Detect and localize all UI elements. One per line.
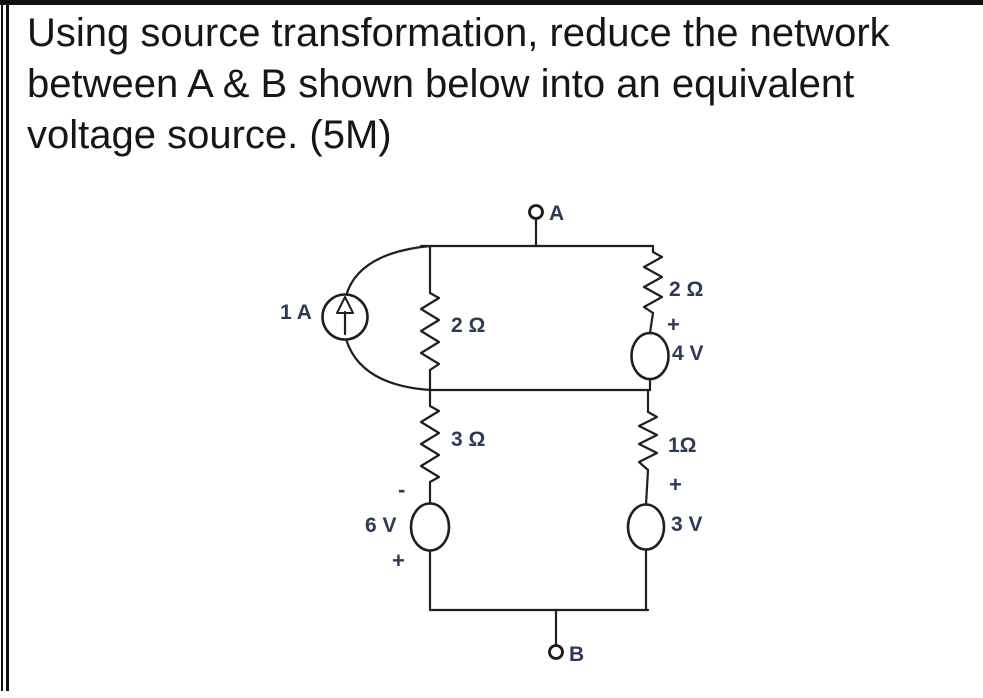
- voltage-source-3v-label: 3 V: [671, 513, 703, 536]
- terminal-b-dot: [548, 644, 564, 660]
- question-line-3: voltage source. (5M): [27, 113, 392, 157]
- resistor-3ohm-middle-label: 3 Ω: [451, 428, 485, 451]
- voltage-source-6v-minus-sign: -: [398, 477, 405, 502]
- wire-right-r-to-3v: [644, 468, 650, 507]
- voltage-source-3v-plus-sign: +: [669, 472, 682, 497]
- question-text: Using source transformation, reduce the …: [27, 8, 967, 161]
- voltage-source-6v-label: 6 V: [365, 514, 397, 537]
- current-source-arrow-head-icon: [336, 296, 354, 314]
- page-left-border-thick: [6, 0, 9, 691]
- terminal-a-dot: [528, 204, 544, 220]
- resistor-2ohm-middle-label: 2 Ω: [451, 314, 485, 337]
- terminal-b-label: B: [569, 643, 584, 666]
- voltage-source-3v-circle: [626, 503, 666, 551]
- wire-current-source-bottom-arc: [344, 337, 432, 392]
- resistor-2ohm-middle: [419, 291, 441, 372]
- voltage-source-6v-circle: [409, 502, 451, 552]
- page-top-border: [0, 0, 983, 5]
- page-left-border-thin: [1, 0, 3, 691]
- current-source-1a-label: 1 A: [280, 301, 312, 324]
- resistor-3ohm-middle: [419, 404, 441, 484]
- wire-right-r-to-4v: [648, 311, 655, 335]
- voltage-source-6v-plus-sign: +: [392, 548, 405, 573]
- resistor-1ohm-right-label: 1Ω: [668, 434, 697, 457]
- resistor-2ohm-right-label: 2 Ω: [669, 278, 703, 301]
- wire-current-source-top-arc: [344, 244, 432, 298]
- voltage-source-4v-label: 4 V: [672, 342, 704, 365]
- resistor-2ohm-right: [642, 250, 664, 315]
- question-line-2: between A & B shown below into an equiva…: [27, 62, 855, 106]
- voltage-source-4v-plus-sign: +: [667, 312, 680, 337]
- voltage-source-4v-circle: [630, 331, 670, 381]
- question-line-1: Using source transformation, reduce the …: [27, 11, 890, 55]
- resistor-1ohm-right: [637, 410, 659, 472]
- terminal-a-label: A: [549, 202, 564, 225]
